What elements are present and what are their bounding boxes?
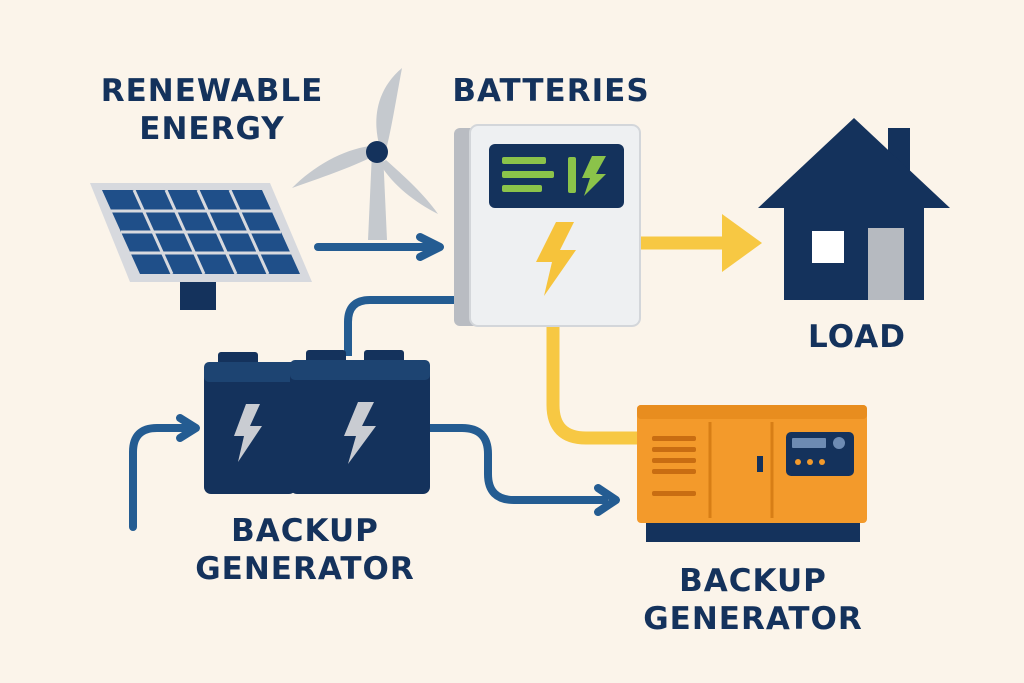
renewable-energy-label-line1: RENEWABLE (100, 73, 324, 109)
renewable-energy-label-line2: ENERGY (139, 111, 285, 147)
battery-bank-to-inverter-connector (344, 296, 456, 356)
batteries-to-generator-connector (546, 325, 640, 445)
lightning-bolt-icon (536, 222, 576, 296)
renewable-energy-label: RENEWABLE ENERGY (92, 72, 332, 148)
connector-arrows (129, 214, 762, 531)
input-to-battery-bank-arrow (129, 414, 200, 531)
house-icon (758, 118, 950, 300)
battery-inverter-icon (454, 124, 641, 327)
battery-bank-to-generator-arrow (428, 424, 620, 516)
backup-generator-left-label: BACKUP GENERATOR (180, 512, 430, 588)
backup-generator-left-line1: BACKUP (231, 513, 379, 549)
green-indicator-bars (502, 156, 606, 196)
backup-generator-right-label: BACKUP GENERATOR (628, 562, 878, 638)
generator-icon (637, 405, 867, 542)
batteries-to-load-arrow (640, 214, 762, 272)
battery-bank-icon (204, 350, 430, 494)
load-label: LOAD (808, 319, 906, 355)
wind-turbine-icon (292, 68, 438, 240)
backup-generator-right-line2: GENERATOR (643, 601, 863, 637)
renewable-to-batteries-arrow (314, 233, 444, 261)
backup-generator-right-line1: BACKUP (679, 563, 827, 599)
batteries-label: BATTERIES (452, 73, 650, 109)
solar-panel-icon (90, 183, 312, 310)
backup-generator-left-line2: GENERATOR (195, 551, 415, 587)
